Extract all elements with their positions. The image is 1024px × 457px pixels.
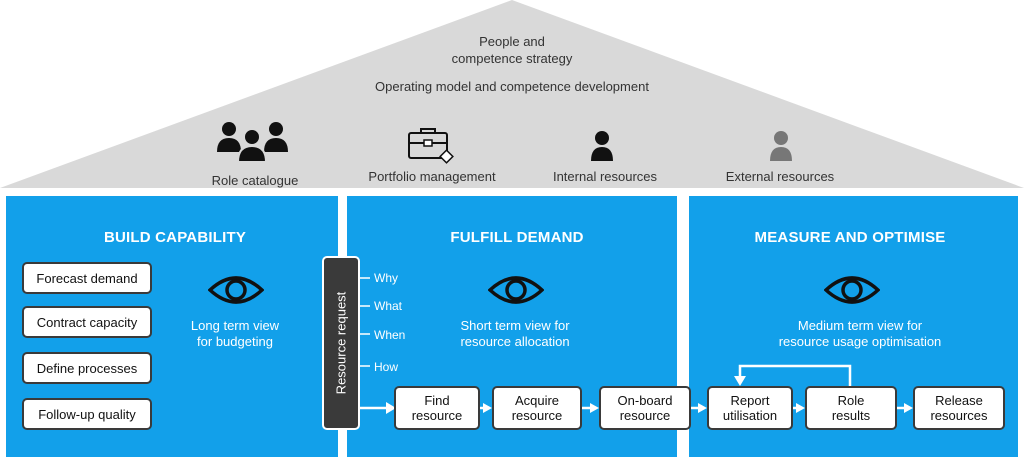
release-resources-box: Release resources bbox=[913, 386, 1005, 430]
contract-capacity-box: Contract capacity bbox=[22, 306, 152, 338]
follow-up-quality-box: Follow-up quality bbox=[22, 398, 152, 430]
question-why: Why bbox=[374, 271, 398, 285]
portfolio-management-label: Portfolio management bbox=[368, 169, 496, 184]
role-results-box: Role results bbox=[805, 386, 897, 430]
find-resource-box: Find resource bbox=[394, 386, 480, 430]
briefcase-icon bbox=[408, 128, 454, 164]
define-processes-box: Define processes bbox=[22, 352, 152, 384]
external-resources-label: External resources bbox=[725, 169, 835, 184]
question-what: What bbox=[374, 299, 403, 313]
long-term-view-text: Long term view for budgeting bbox=[190, 318, 280, 349]
role-catalogue-label: Role catalogue bbox=[211, 173, 299, 188]
short-term-view-text: Short term view for resource allocation bbox=[460, 318, 570, 349]
group-icon bbox=[217, 122, 288, 162]
eye-icon bbox=[824, 276, 880, 304]
request-connectors bbox=[360, 277, 396, 414]
medium-term-view-text: Medium term view for resource usage opti… bbox=[778, 318, 942, 349]
acquire-resource-box: Acquire resource bbox=[492, 386, 582, 430]
person-icon bbox=[591, 131, 613, 161]
fulfill-demand-title: FULFILL DEMAND bbox=[450, 229, 584, 246]
eye-icon bbox=[208, 276, 264, 304]
onboard-resource-box: On-board resource bbox=[599, 386, 691, 430]
strategy-text: People and competence strategy bbox=[451, 34, 573, 66]
measure-optimise-title: MEASURE AND OPTIMISE bbox=[754, 229, 946, 246]
operating-model-text: Operating model and competence developme… bbox=[375, 79, 649, 94]
question-how: How bbox=[374, 360, 399, 374]
build-capability-title: BUILD CAPABILITY bbox=[103, 229, 247, 246]
eye-icon bbox=[488, 276, 544, 304]
question-when: When bbox=[374, 328, 406, 342]
internal-resources-label: Internal resources bbox=[552, 169, 658, 184]
forecast-demand-box: Forecast demand bbox=[22, 262, 152, 294]
person-gray-icon bbox=[770, 131, 792, 161]
resource-request-bar: Resource request bbox=[322, 256, 360, 430]
report-utilisation-box: Report utilisation bbox=[707, 386, 793, 430]
